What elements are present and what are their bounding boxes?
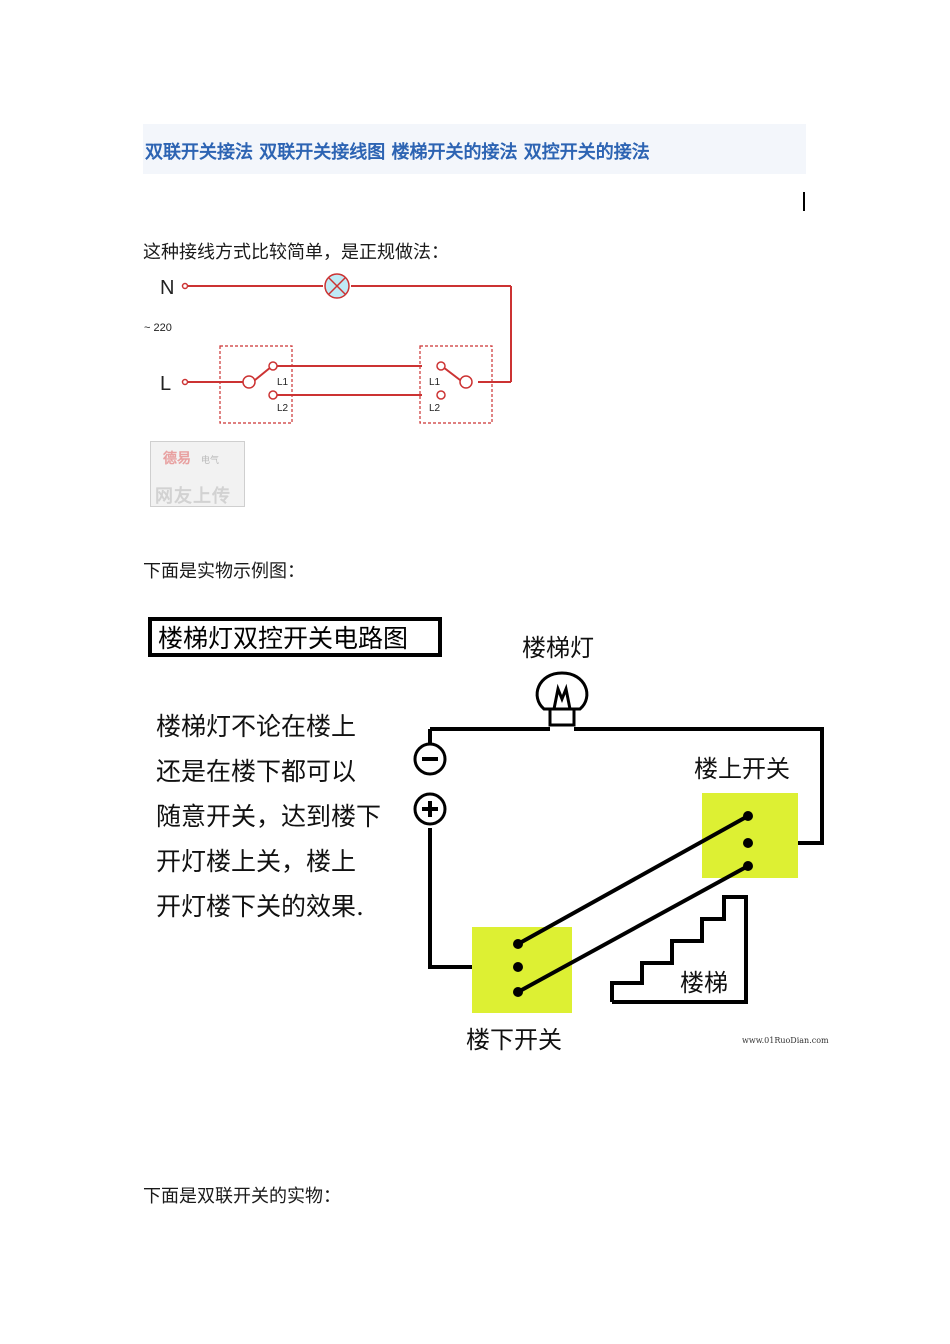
lamp-label: 楼梯灯 [522,634,594,662]
label-n: N [160,277,174,299]
paragraph-switch-photo: 下面是双联开关的实物： [143,1186,341,1207]
site-credit: www.01RuoDian.com [742,1036,829,1045]
label-voltage: ~ 220 [144,322,172,334]
label-l2-left: L2 [277,403,289,414]
label-l1-left: L1 [277,377,289,388]
upstairs-switch-label: 楼上开关 [694,755,790,783]
minus-terminal-icon [413,742,447,776]
bulb-icon [535,671,589,727]
watermark-caption: 网友上传 [155,486,231,507]
desc-line-1: 楼梯灯不论在楼上 [156,712,356,741]
desc-line-3: 随意开关，达到楼下 [156,802,381,831]
label-l1-right: L1 [429,377,441,388]
watermark-small: 电气 [201,456,220,466]
paragraph-intro: 这种接线方式比较简单，是正规做法： [143,242,449,263]
plus-terminal-icon [413,792,447,826]
text-cursor [803,192,805,211]
label-l2-right: L2 [429,403,441,414]
downstairs-switch-label: 楼下开关 [466,1026,562,1054]
paragraph-example: 下面是实物示例图： [143,561,305,582]
circuit-title: 楼梯灯双控开关电路图 [158,624,408,653]
label-l: L [160,373,171,395]
page-title: 双联开关接法 双联开关接线图 楼梯开关的接法 双控开关的接法 [145,142,650,163]
desc-line-4: 开灯楼上关，楼上 [156,847,356,876]
watermark-logo: 德易 [163,451,191,467]
desc-line-2: 还是在楼下都可以 [156,757,356,786]
title-bar: 双联开关接法 双联开关接线图 楼梯开关的接法 双控开关的接法 [143,124,806,174]
stairs-label: 楼梯 [680,969,728,997]
stairs-icon [610,895,748,1004]
stair-light-circuit: 楼梯灯双控开关电路图 楼梯灯不论在楼上 还是在楼下都可以 随意开关，达到楼下 开… [148,617,829,1054]
upload-watermark: 德易 电气 网友上传 [150,441,245,507]
wiring-diagram: N ~ 220 L L1 L2 L1 L2 [144,273,512,424]
desc-line-5: 开灯楼下关的效果. [156,892,364,921]
